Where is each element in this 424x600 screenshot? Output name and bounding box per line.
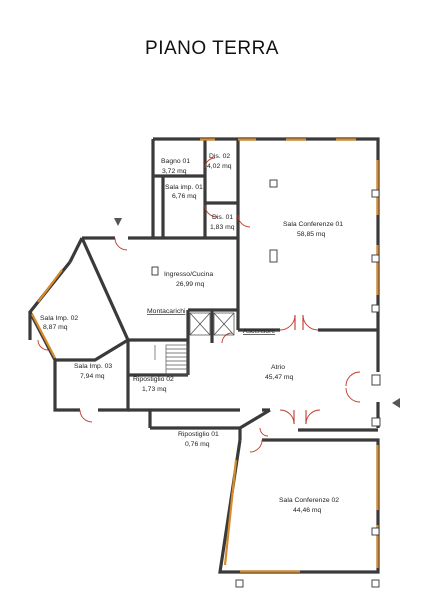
- doors: [37, 157, 361, 453]
- room-area: 44,46 mq: [293, 507, 322, 514]
- room-area: 45,47 mq: [265, 374, 294, 381]
- room-name: Dis. 02: [209, 153, 230, 160]
- room-name: Sala Imp. 02: [40, 315, 78, 322]
- ascensore-label: Ascensore: [243, 328, 275, 335]
- walls: [28, 137, 380, 574]
- room-name: Bagno 01: [161, 158, 190, 165]
- room-name: Sala Conferenze 02: [279, 497, 339, 504]
- room-area: 7,94 mq: [80, 373, 105, 380]
- room-area: 4,02 mq: [207, 163, 232, 170]
- room-area: 1,73 mq: [142, 386, 167, 393]
- room-area: 8,87 mq: [43, 324, 68, 331]
- room-area: 6,76 mq: [172, 193, 197, 200]
- room-area: 58,85 mq: [297, 231, 326, 238]
- columns: [151, 179, 381, 588]
- room-name: Ripostiglio 02: [133, 376, 174, 383]
- plan-title: PIANO TERRA: [145, 38, 279, 59]
- room-area: 0,76 mq: [185, 441, 210, 448]
- montacarichi-label: Montacarichi: [147, 308, 186, 315]
- room-area: 26,99 mq: [176, 281, 205, 288]
- room-name: Ingresso/Cucina: [164, 271, 213, 278]
- room-name: Ripostiglio 01: [178, 431, 219, 438]
- room-name: Dis. 01: [212, 214, 233, 221]
- room-name: Sala Conferenze 01: [283, 221, 343, 228]
- stairs: [154, 344, 189, 376]
- entrance-arrow-icon: [114, 218, 122, 226]
- room-area: 3,72 mq: [162, 168, 187, 175]
- room-name: Sala imp. 01: [165, 184, 203, 191]
- lift-shafts: [189, 312, 235, 336]
- entrance-arrow-icon: [392, 398, 400, 408]
- room-labels: Bagno 01 3,72 mq Dis. 02 4,02 mq Sala im…: [40, 153, 343, 514]
- entrance-markers: [114, 218, 400, 408]
- room-area: 1,83 mq: [210, 224, 235, 231]
- room-name: Atrio: [271, 364, 285, 371]
- room-name: Sala Imp. 03: [74, 363, 112, 370]
